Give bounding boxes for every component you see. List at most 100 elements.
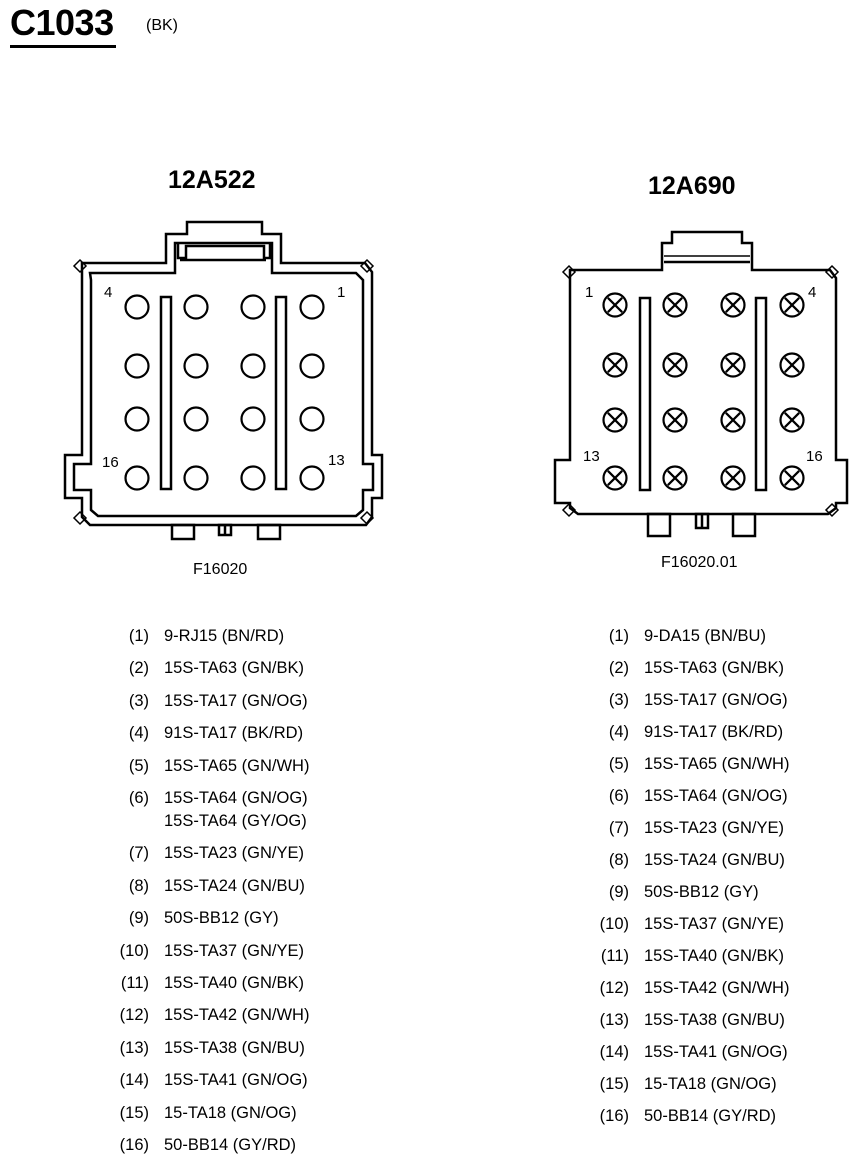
- connector-part-number-left: 12A522: [168, 166, 256, 194]
- terminal-cavity: [240, 465, 266, 491]
- pin-number: (7): [608, 819, 629, 837]
- terminal-cross-mark: [725, 297, 741, 313]
- pin-wire-code: 15S-TA23 (GN/YE): [164, 844, 304, 863]
- pin-label-top-left: 4: [104, 284, 112, 301]
- connector-id-title: C1033: [10, 2, 114, 43]
- pin-number: (10): [119, 941, 149, 960]
- terminal-cavity: [240, 406, 266, 432]
- pin-wire-code: 15S-TA37 (GN/YE): [164, 941, 304, 960]
- figure-id-left: F16020: [193, 561, 248, 578]
- pin-number: (11): [120, 974, 149, 992]
- pin-wire-code-secondary: 15S-TA64 (GY/OG): [164, 812, 307, 830]
- pin-label-top-left: 1: [585, 284, 593, 301]
- pin-wire-code: 50S-BB12 (GY): [644, 883, 759, 901]
- pin-number: (2): [608, 659, 629, 677]
- terminal-cross-mark: [784, 297, 800, 313]
- terminal-cross-mark: [725, 412, 741, 428]
- terminal-cross-mark: [725, 470, 741, 486]
- terminal-cavity: [183, 406, 209, 432]
- pin-number: (8): [128, 876, 149, 895]
- pin-number: (2): [128, 659, 149, 678]
- pin-wire-code: 15S-TA37 (GN/YE): [644, 915, 784, 933]
- pin-number: (3): [608, 691, 629, 709]
- pin-wire-code: 15S-TA24 (GN/BU): [164, 876, 305, 895]
- pin-number: (10): [599, 915, 629, 933]
- terminal-cross-mark: [725, 357, 741, 373]
- pin-wire-code: 91S-TA17 (BK/RD): [164, 724, 304, 743]
- terminal-cross-mark: [667, 357, 683, 373]
- terminal-cross-mark: [607, 470, 623, 486]
- pin-wire-code: 15S-TA65 (GN/WH): [644, 755, 790, 773]
- terminal-cross-mark: [667, 297, 683, 313]
- pin-number: (11): [600, 947, 629, 965]
- pin-number: (12): [119, 1006, 149, 1025]
- pin-number: (9): [608, 883, 629, 901]
- connector-housing-right: [553, 230, 849, 538]
- title-underline: [10, 45, 116, 48]
- terminal-cavity: [299, 294, 325, 320]
- pin-number: (5): [128, 756, 149, 775]
- pin-wire-code: 15S-TA41 (GN/OG): [644, 1043, 788, 1061]
- pin-number: (15): [119, 1103, 149, 1122]
- pin-wire-code: 15S-TA24 (GN/BU): [644, 851, 785, 869]
- pin-number: (5): [608, 755, 629, 773]
- pin-label-bottom-right: 13: [328, 452, 345, 469]
- terminal-cavity: [124, 406, 150, 432]
- pin-number: (9): [128, 909, 149, 928]
- terminal-cross-mark: [784, 357, 800, 373]
- pin-wire-code: 50S-BB12 (GY): [164, 909, 279, 928]
- pin-number: (7): [128, 844, 149, 863]
- pin-wire-code: 15S-TA17 (GN/OG): [164, 691, 308, 710]
- pin-wire-code: 15S-TA64 (GN/OG): [164, 789, 308, 807]
- pin-number: (14): [599, 1043, 629, 1061]
- terminal-cavity: [124, 294, 150, 320]
- pin-wire-code: 15S-TA17 (GN/OG): [644, 691, 788, 709]
- connector-face-12A522: 4 1 16 13: [63, 220, 384, 541]
- terminal-cross-mark: [784, 470, 800, 486]
- terminal-cavity: [124, 353, 150, 379]
- pin-number: (14): [119, 1071, 149, 1090]
- pin-number: (4): [128, 724, 149, 743]
- pin-label-top-right: 1: [337, 284, 345, 301]
- terminal-cross-mark: [607, 412, 623, 428]
- pin-number: (16): [599, 1107, 629, 1125]
- pin-number: (15): [599, 1075, 629, 1093]
- terminal-cavity: [240, 353, 266, 379]
- pin-wire-code: 9-DA15 (BN/BU): [644, 627, 766, 645]
- pin-number: (6): [608, 787, 629, 805]
- pin-wire-code: 50-BB14 (GY/RD): [644, 1107, 777, 1125]
- pin-wire-code: 15S-TA23 (GN/YE): [644, 819, 784, 837]
- pin-wire-code: 15S-TA40 (GN/BK): [164, 974, 304, 992]
- terminal-grid-right: [602, 292, 805, 491]
- terminal-cavity: [183, 465, 209, 491]
- connector-housing-left: [63, 220, 384, 541]
- pin-label-bottom-left: 13: [583, 448, 600, 465]
- pin-wire-code: 9-RJ15 (BN/RD): [164, 627, 285, 645]
- terminal-cavity: [124, 465, 150, 491]
- terminal-cavity: [183, 294, 209, 320]
- pin-number: (12): [599, 979, 629, 997]
- color-code-label: (BK): [146, 17, 178, 34]
- pin-wire-code: 15S-TA63 (GN/BK): [644, 659, 784, 677]
- pin-number: (3): [128, 691, 149, 710]
- figure-id-right: F16020.01: [661, 554, 738, 571]
- pin-wire-code: 15S-TA65 (GN/WH): [164, 756, 310, 775]
- pin-label-bottom-right: 16: [806, 448, 823, 465]
- pin-wire-code: 15S-TA38 (GN/BU): [644, 1011, 785, 1029]
- terminal-cross-mark: [667, 412, 683, 428]
- pin-wire-code: 15S-TA41 (GN/OG): [164, 1071, 308, 1090]
- terminal-cross-mark: [667, 470, 683, 486]
- pin-wire-code: 15S-TA64 (GN/OG): [644, 787, 788, 805]
- terminal-cavity: [240, 294, 266, 320]
- connector-part-number-right: 12A690: [648, 172, 736, 200]
- pin-wire-code: 15-TA18 (GN/OG): [644, 1075, 777, 1093]
- pin-number: (6): [128, 789, 149, 807]
- pin-wire-code: 15S-TA42 (GN/WH): [164, 1006, 310, 1025]
- terminal-cavity: [299, 465, 325, 491]
- terminal-cavity: [299, 406, 325, 432]
- terminal-cross-mark: [784, 412, 800, 428]
- pin-wire-code: 91S-TA17 (BK/RD): [644, 723, 784, 741]
- pin-number: (4): [608, 723, 629, 741]
- pin-wire-code: 15S-TA40 (GN/BK): [644, 947, 784, 965]
- pin-number: (16): [119, 1136, 149, 1154]
